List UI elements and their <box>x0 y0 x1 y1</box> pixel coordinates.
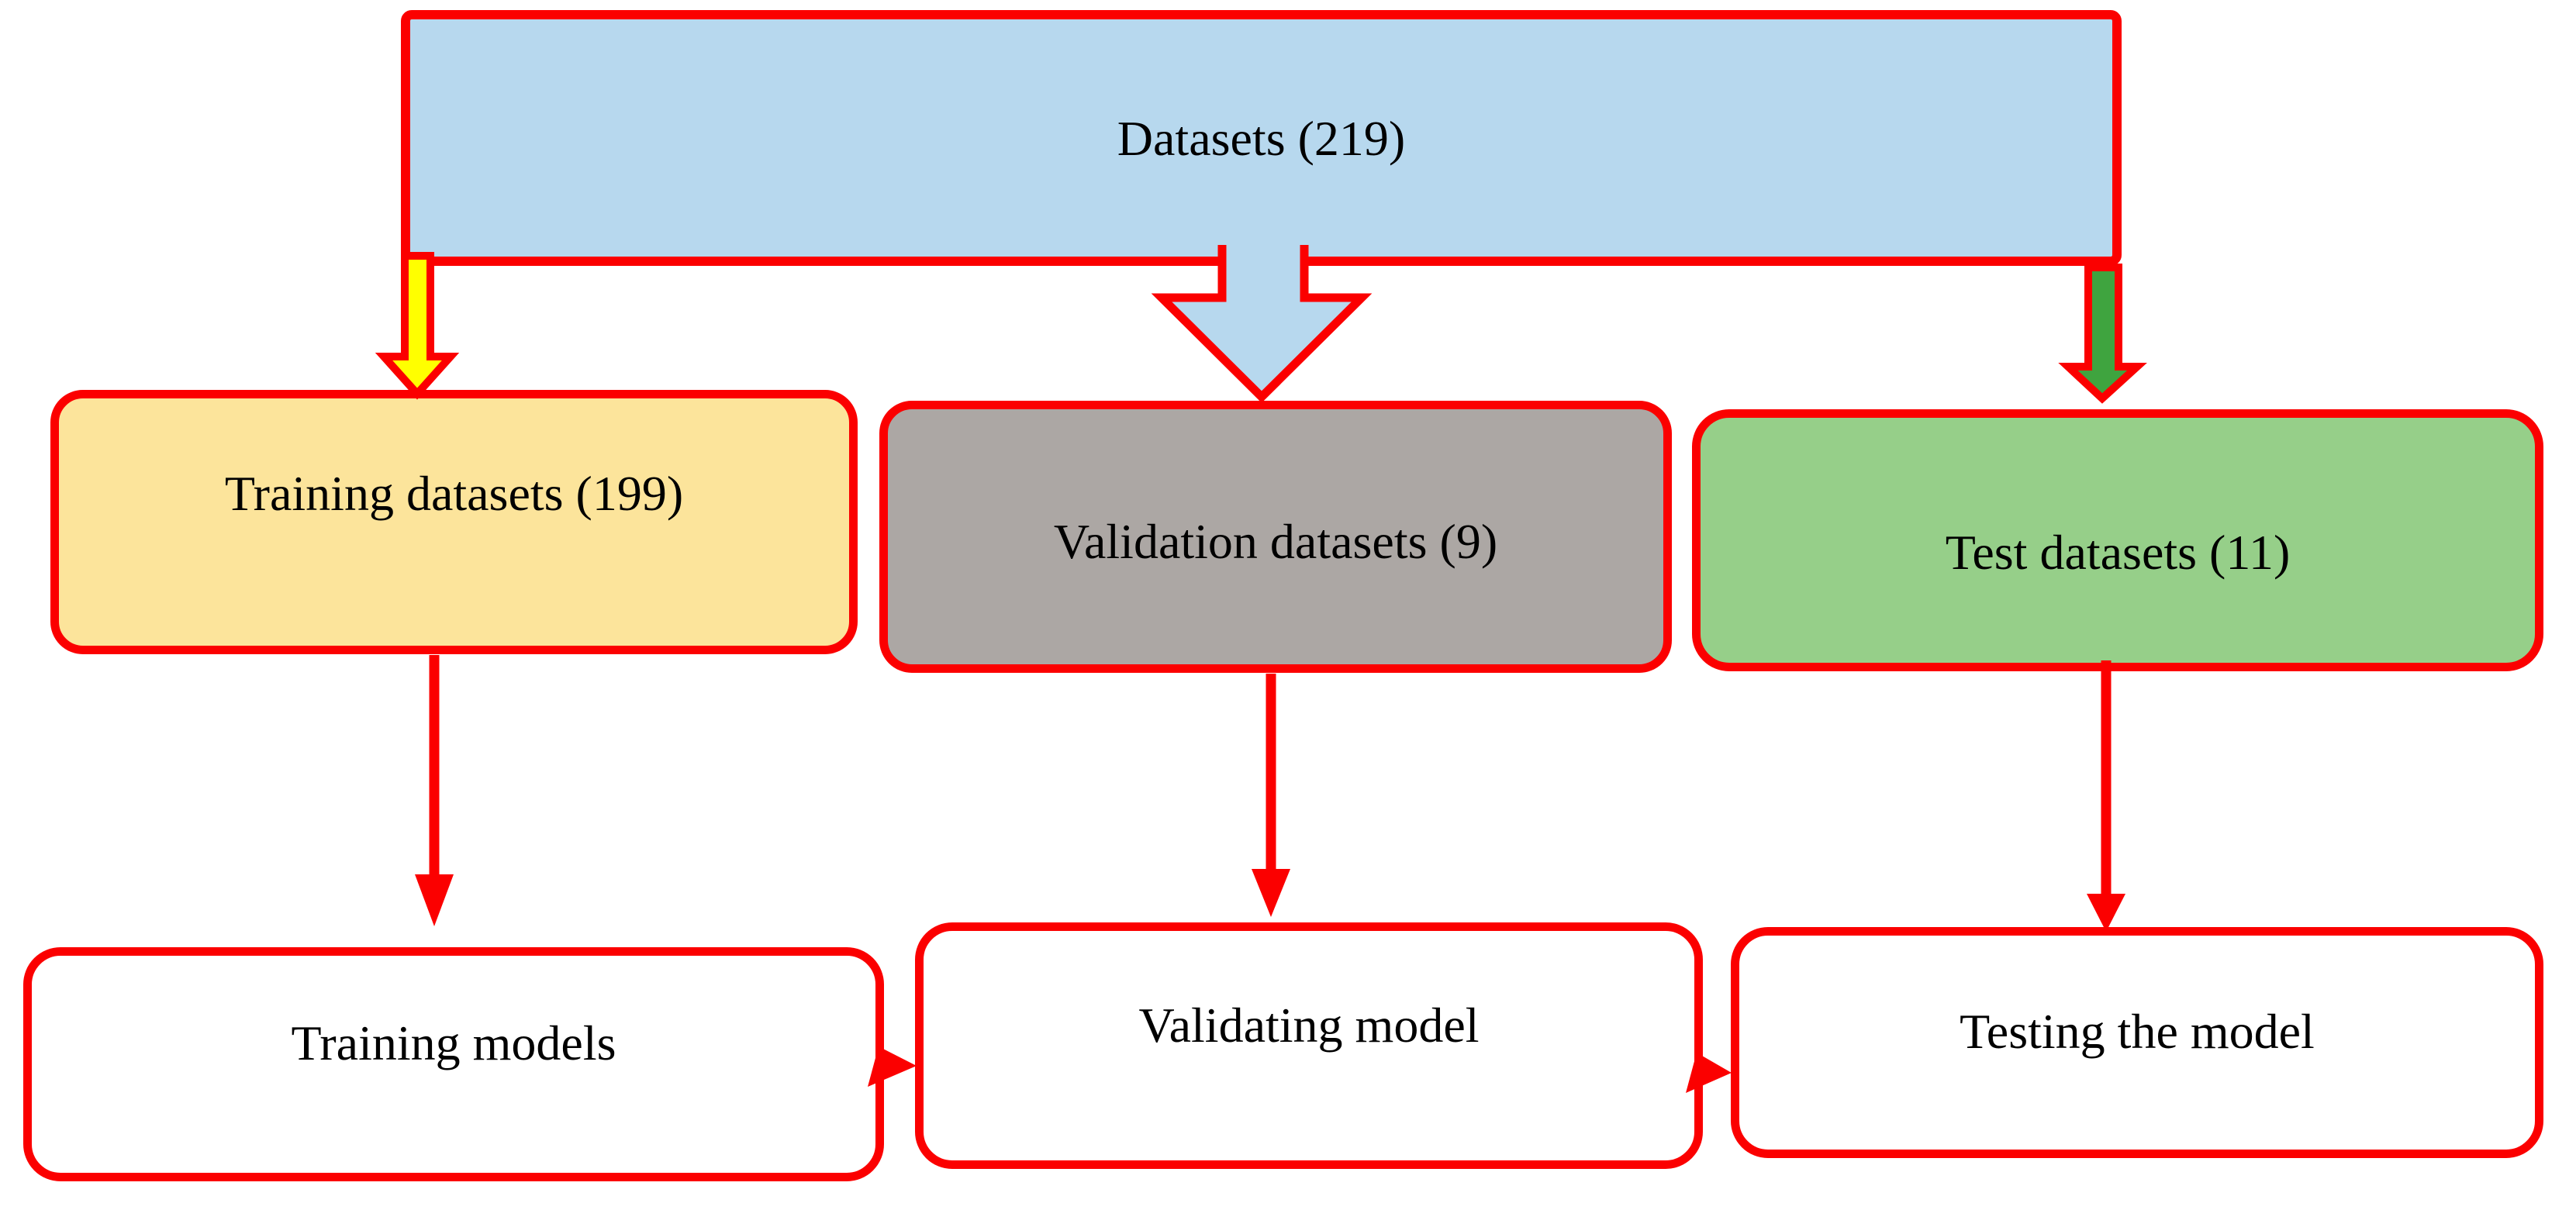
node-testing-model-label: Testing the model <box>1960 1004 2315 1059</box>
node-validating-model-label: Validating model <box>1138 998 1480 1053</box>
node-training-datasets: Training datasets (199) <box>50 390 858 654</box>
node-training-models-label: Training models <box>291 1015 616 1070</box>
node-datasets-label: Datasets (219) <box>1117 110 1406 166</box>
thin-arrow-training-icon <box>415 655 454 926</box>
node-test-datasets-label: Test datasets (11) <box>1945 525 2291 580</box>
node-datasets: Datasets (219) <box>401 10 2122 266</box>
node-training-datasets-label: Training datasets (199) <box>224 466 684 521</box>
thin-arrow-test-icon <box>2087 660 2125 932</box>
thin-arrow-validation-icon <box>1252 674 1290 917</box>
block-arrow-green-icon <box>2058 264 2147 404</box>
node-test-datasets: Test datasets (11) <box>1692 409 2543 671</box>
node-training-models: Training models <box>23 947 884 1181</box>
node-validating-model: Validating model <box>915 922 1703 1169</box>
node-testing-model: Testing the model <box>1731 927 2543 1158</box>
node-validation-datasets-label: Validation datasets (9) <box>1053 514 1498 569</box>
node-validation-datasets: Validation datasets (9) <box>879 401 1672 673</box>
block-arrow-blue-icon <box>1151 245 1373 403</box>
block-arrow-yellow-icon <box>375 252 460 400</box>
